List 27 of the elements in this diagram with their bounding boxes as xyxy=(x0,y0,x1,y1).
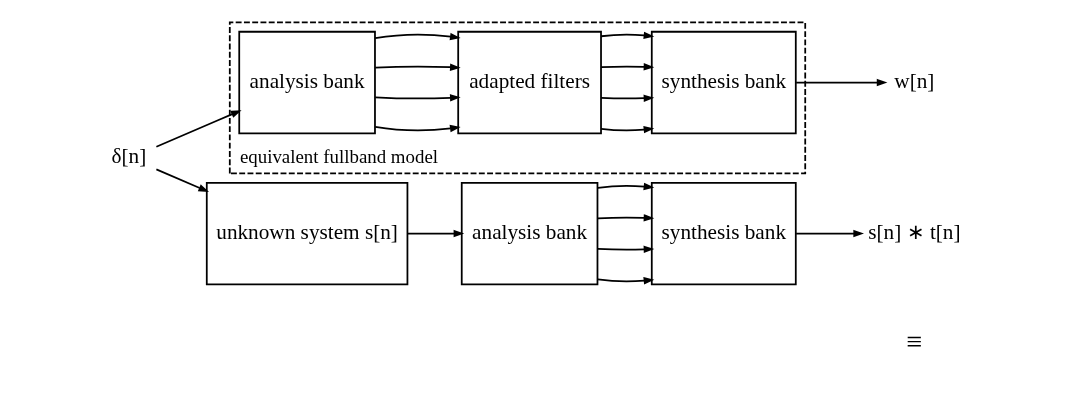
arrow xyxy=(599,94,654,102)
node-box: synthesis bank xyxy=(650,30,797,135)
arrow xyxy=(794,229,864,238)
node-box: synthesis bank xyxy=(650,181,797,286)
arrow xyxy=(155,168,209,192)
arrow xyxy=(599,63,654,71)
arrow xyxy=(596,214,654,222)
node-text: s[n] ∗ t[n] xyxy=(867,219,961,244)
arrow xyxy=(596,245,654,254)
label: ≡ xyxy=(905,325,922,357)
arrow xyxy=(373,63,461,71)
arrow xyxy=(596,277,654,285)
node-box: unknown system s[n] xyxy=(205,181,408,286)
arrow xyxy=(373,94,461,102)
node-text: δ[n] xyxy=(110,144,146,169)
arrow xyxy=(406,229,464,238)
arrow xyxy=(596,182,654,191)
node-text: w[n] xyxy=(893,68,934,93)
arrow xyxy=(599,31,654,40)
arrow xyxy=(599,125,654,134)
node-box: analysis bank xyxy=(460,181,598,286)
node-box: adapted filters xyxy=(456,30,602,135)
node-box: analysis bank xyxy=(237,30,376,135)
arrow xyxy=(155,110,242,148)
arrow xyxy=(373,124,461,133)
arrow xyxy=(794,78,887,87)
arrow xyxy=(373,32,461,41)
